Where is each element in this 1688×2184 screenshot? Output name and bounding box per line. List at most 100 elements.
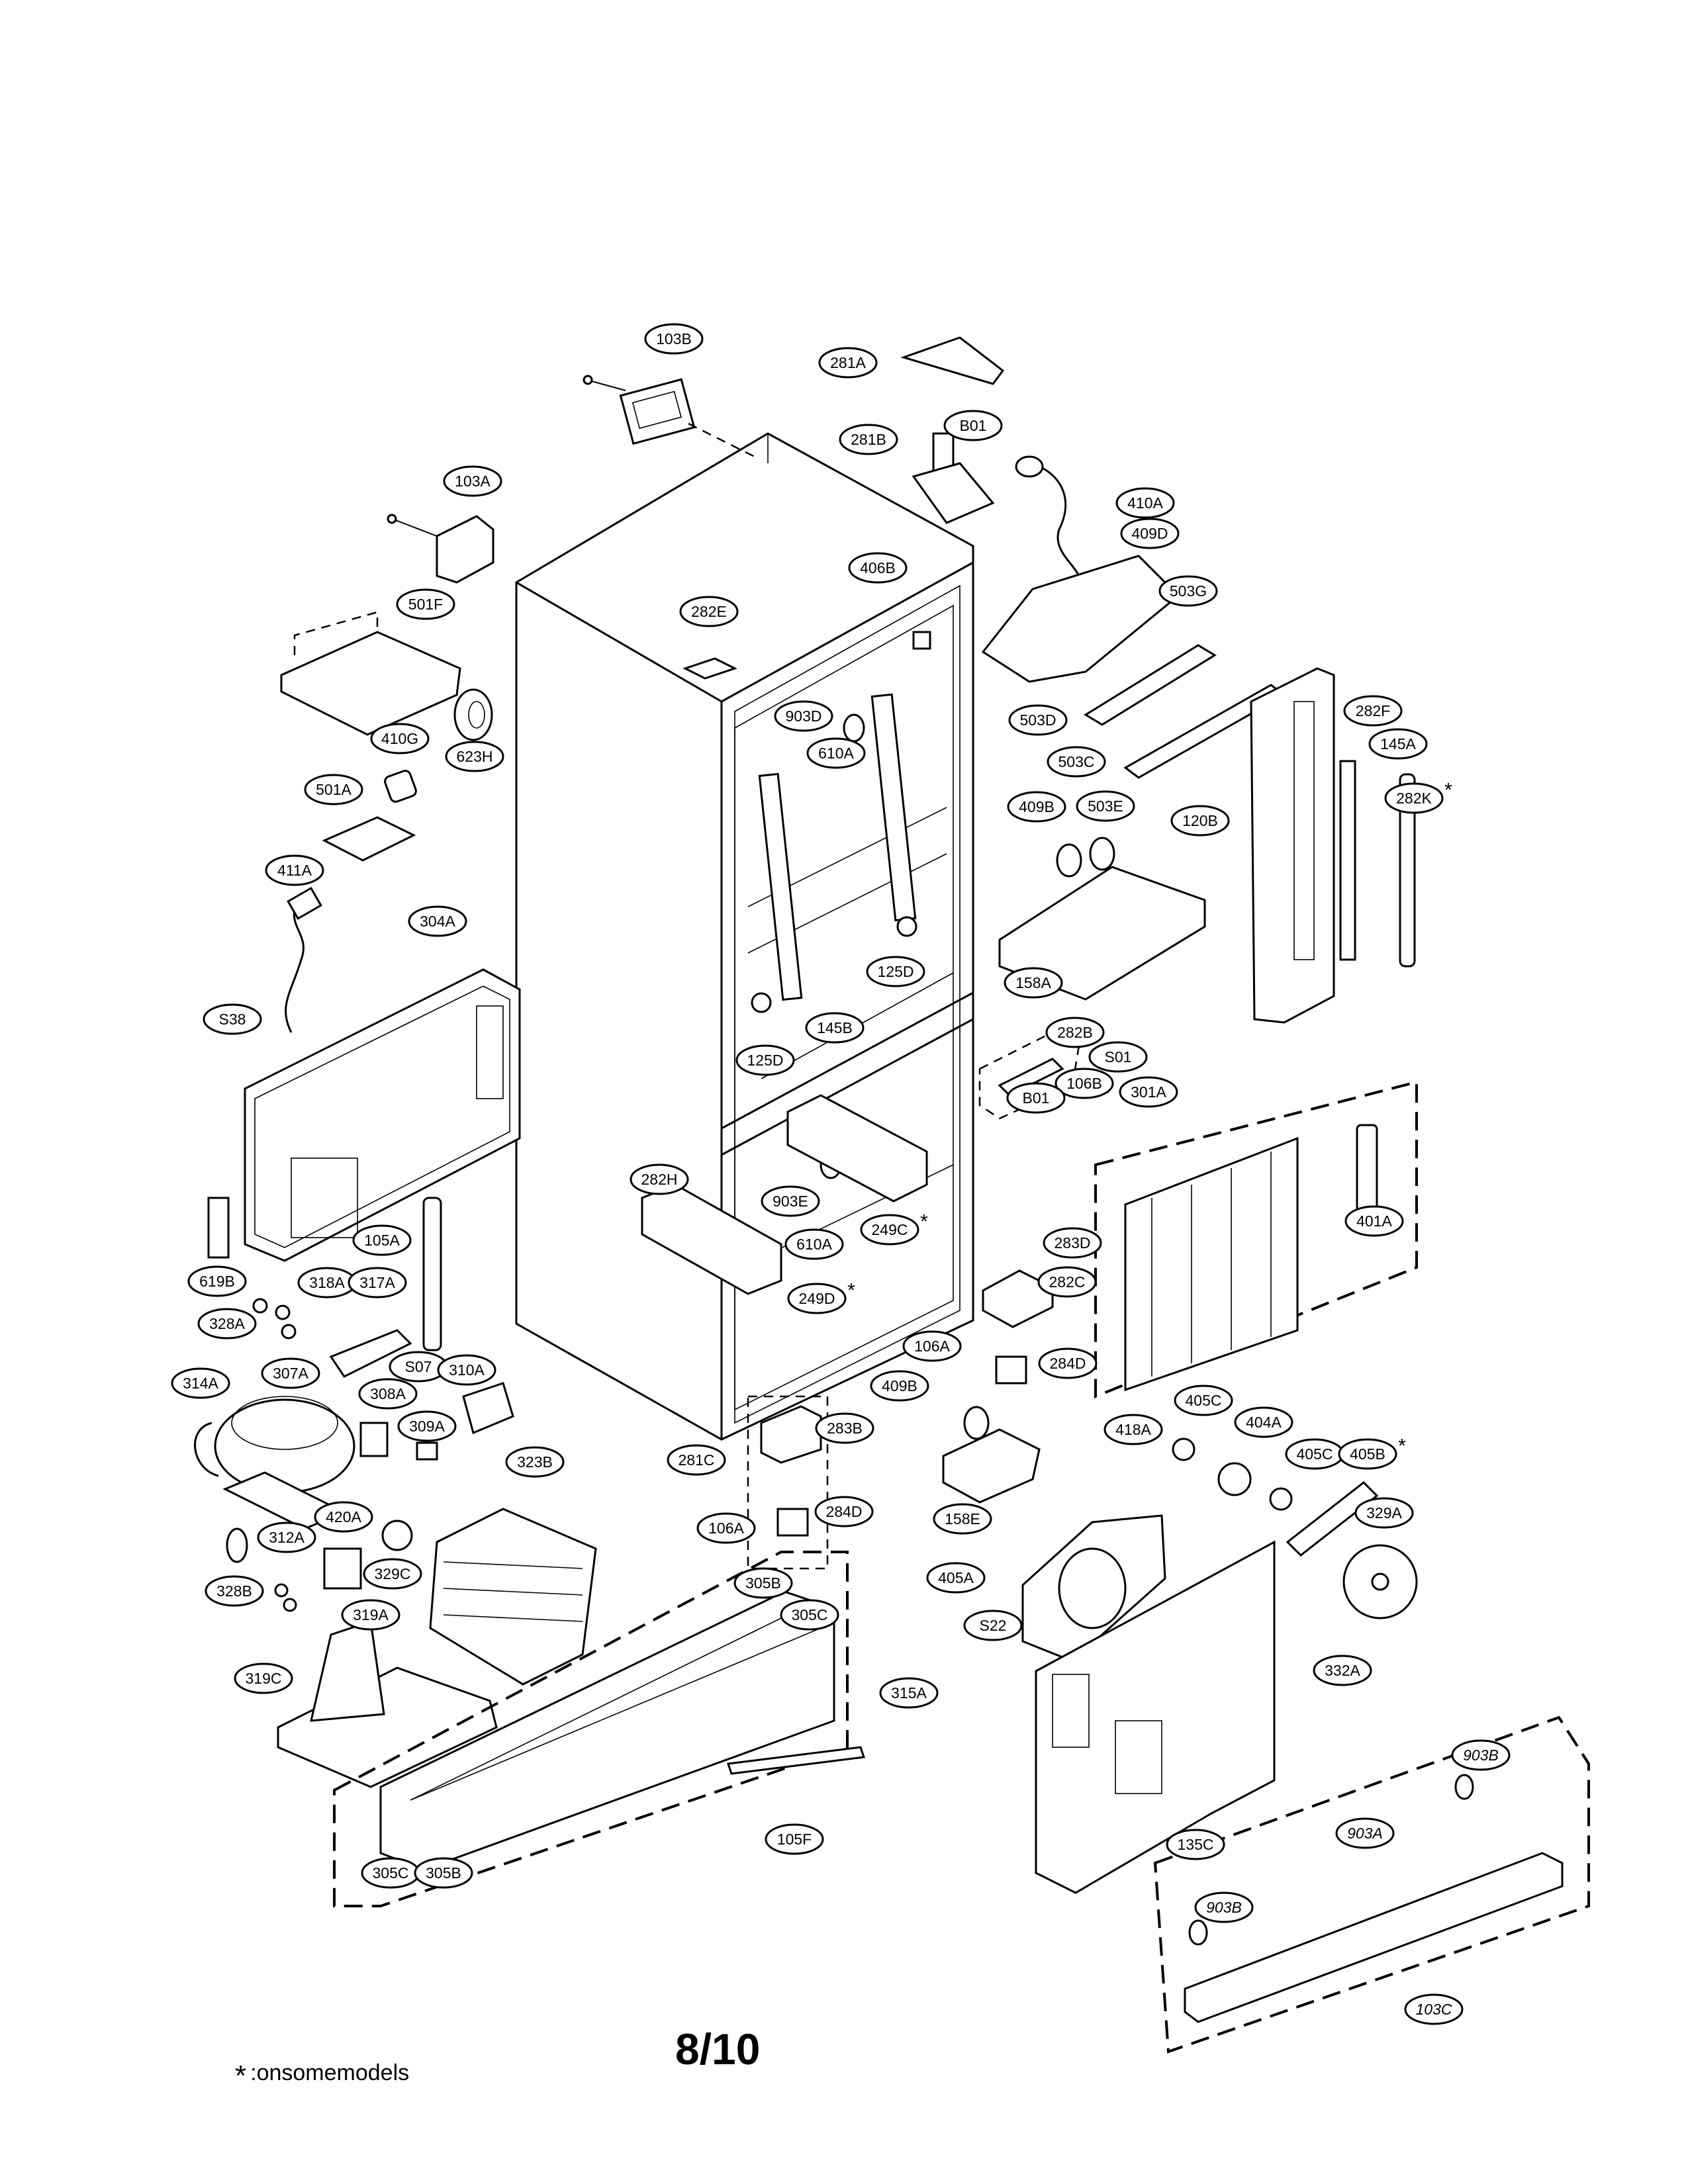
callout-text: 282E <box>691 603 727 620</box>
callout-283b: 283B <box>815 1412 874 1444</box>
callout-411a: 411A <box>265 854 324 886</box>
callout-903b-bot: 903B <box>1194 1891 1254 1923</box>
relay-parts <box>359 1382 514 1461</box>
refrigerator-cabinet <box>515 432 974 1441</box>
callout-text: 106B <box>1066 1075 1102 1092</box>
callout-308a: 308A <box>358 1378 418 1410</box>
callout-501a: 501A <box>304 774 363 805</box>
callout-text: 418A <box>1115 1421 1151 1438</box>
callout-text: 282H <box>641 1171 678 1188</box>
callout-text: 158A <box>1015 974 1051 991</box>
bulb-410g <box>384 770 417 803</box>
callout-903a: 903A <box>1335 1817 1395 1849</box>
callout-text: 305C <box>792 1606 828 1623</box>
callout-503g: 503G <box>1158 575 1218 607</box>
callout-text: 283D <box>1055 1234 1091 1251</box>
feet-328a <box>252 1298 297 1340</box>
callout-text: 125D <box>747 1052 784 1069</box>
callout-281c: 281C <box>667 1444 726 1476</box>
callout-text: 301A <box>1131 1083 1166 1101</box>
fan-housing-405a <box>1021 1514 1166 1662</box>
callout-305c-top: 305C <box>780 1599 839 1631</box>
cover-501f <box>280 611 461 736</box>
callout-text: 409D <box>1132 525 1168 542</box>
callout-106a-left: 106A <box>696 1512 756 1544</box>
callout-315a: 315A <box>879 1677 939 1709</box>
callout-281b: 281B <box>839 424 898 455</box>
callout-b01-top: B01 <box>943 410 1003 441</box>
callout-b01-mid: B01 <box>1006 1082 1066 1114</box>
callout-249d: 249D* <box>787 1280 855 1314</box>
callout-610a-bot: 610A <box>784 1228 844 1260</box>
callout-409b-top: 409B <box>1007 791 1066 823</box>
footnote-text: :onsomemodels <box>250 2060 410 2085</box>
callout-text: 305B <box>426 1864 461 1882</box>
damper-312a <box>226 1527 248 1563</box>
callout-text: 312A <box>269 1529 305 1546</box>
callout-405b: 405B* <box>1338 1435 1406 1470</box>
callout-329c: 329C <box>363 1558 422 1590</box>
callout-284d-right: 284D <box>1038 1347 1098 1379</box>
condenser-323b <box>429 1508 597 1686</box>
callout-903b-top: 903B <box>1451 1739 1511 1771</box>
callout-410a: 410A <box>1115 487 1175 519</box>
callout-103b: 103B <box>644 323 704 355</box>
callout-106a-right: 106A <box>902 1330 962 1362</box>
cover-332a <box>1035 1540 1276 1894</box>
callout-text: 411A <box>277 862 312 879</box>
callout-text: 284D <box>1050 1355 1086 1372</box>
callout-307a: 307A <box>261 1357 320 1389</box>
footnote: *:onsomemodels <box>235 2060 409 2093</box>
callout-text: 503D <box>1020 711 1056 729</box>
callout-text: 281B <box>851 431 886 448</box>
callout-405c-bot: 405C <box>1285 1438 1344 1470</box>
callout-text: S38 <box>219 1011 246 1028</box>
callout-106b: 106B <box>1055 1068 1114 1099</box>
callout-text: 409B <box>882 1377 917 1394</box>
board-501a <box>322 816 416 862</box>
pad-282e <box>682 657 737 680</box>
callout-text: 610A <box>818 745 854 762</box>
callout-301a: 301A <box>1119 1076 1178 1108</box>
callout-309a: 309A <box>397 1410 457 1442</box>
callout-text: 503E <box>1088 797 1123 815</box>
duct-120b <box>1250 667 1335 1024</box>
callout-319c: 319C <box>234 1662 293 1694</box>
hose-105a <box>422 1197 442 1351</box>
callout-text: 145A <box>1380 735 1416 752</box>
callout-283d: 283D <box>1043 1227 1102 1259</box>
page-number: 8/10 <box>675 2025 761 2073</box>
callout-503c: 503C <box>1047 746 1106 778</box>
callout-158e: 158E <box>933 1503 992 1535</box>
callout-text: 282F <box>1356 702 1390 719</box>
lamp-shade-158a <box>998 837 1206 1001</box>
callout-282h: 282H <box>630 1163 689 1195</box>
callout-318a: 318A <box>297 1267 357 1298</box>
callout-text: 405B <box>1350 1445 1385 1463</box>
fan-motor-420a <box>323 1520 413 1590</box>
callout-145a: 145A <box>1368 728 1428 760</box>
callout-s22: S22 <box>963 1610 1023 1641</box>
callout-text: 282C <box>1049 1273 1086 1291</box>
callout-text: 249C <box>872 1221 908 1238</box>
callout-501f: 501F <box>396 588 455 620</box>
power-cord-411a <box>285 886 322 1033</box>
callout-282e: 282E <box>679 596 739 627</box>
part-317a-318a <box>329 1329 412 1378</box>
leveler-106a <box>776 1355 1027 1537</box>
callout-text: 903B <box>1463 1747 1499 1764</box>
caps-125d <box>751 916 917 1013</box>
callout-text: 503C <box>1058 753 1095 770</box>
callout-star: * <box>847 1280 855 1302</box>
callout-text: 903A <box>1347 1825 1383 1842</box>
callout-410g: 410G <box>370 723 430 754</box>
knob-623h <box>453 688 493 741</box>
callout-text: S22 <box>980 1617 1007 1634</box>
callout-text: 409B <box>1019 798 1055 815</box>
callout-text: 307A <box>273 1365 308 1382</box>
callout-text: 309A <box>409 1418 445 1435</box>
callout-text: 105A <box>364 1232 400 1249</box>
callout-text: 329C <box>375 1565 411 1582</box>
callout-text: 328B <box>216 1582 252 1600</box>
callout-text: 284D <box>826 1503 863 1520</box>
